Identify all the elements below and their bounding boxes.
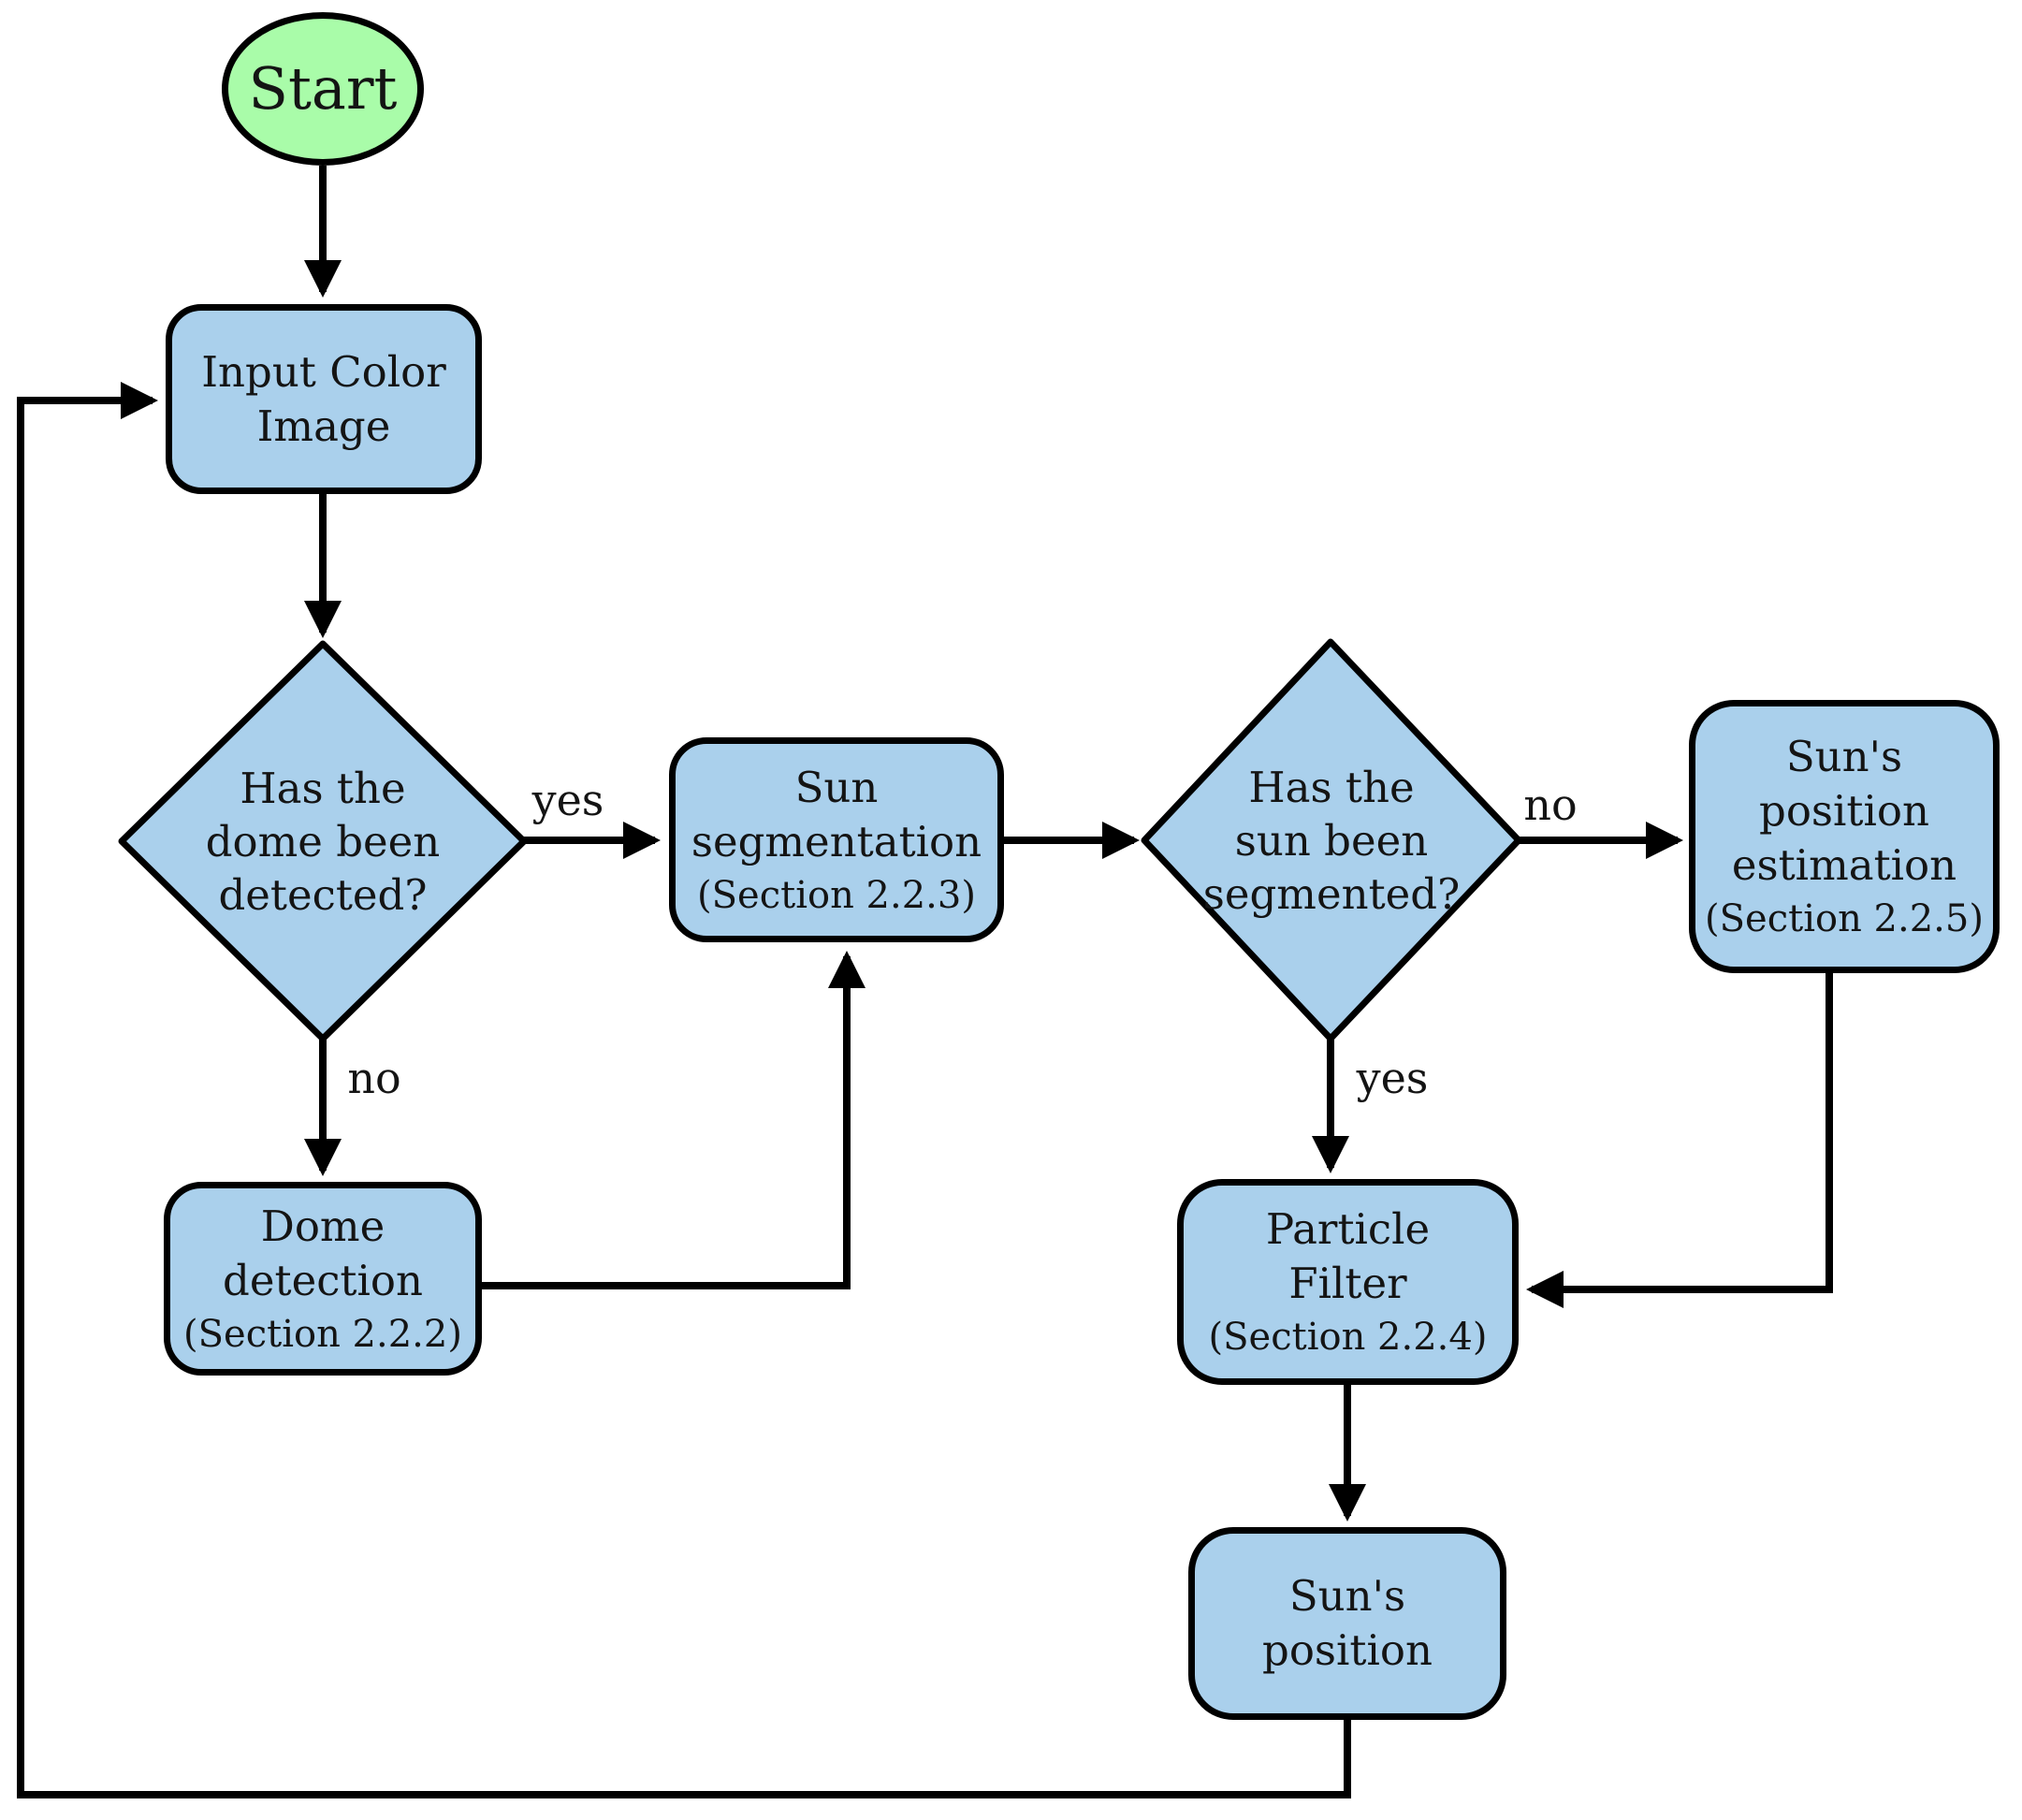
start-node: Start [222, 12, 424, 166]
dome-question-line2: dome been [205, 816, 441, 866]
sun-position-estimation-section: (Section 2.2.5) [1705, 897, 1984, 940]
sun-no-label: no [1523, 779, 1578, 830]
sun-segmented-question-label: Has the sun been segmented? [1172, 737, 1491, 943]
sun-segmentation-line2: segmentation [691, 816, 982, 866]
sun-segmentation-node: Sun segmentation (Section 2.2.3) [669, 737, 1004, 942]
sun-yes-label: yes [1356, 1053, 1429, 1103]
sun-position-node: Sun's position [1188, 1527, 1506, 1720]
input-color-image-line2: Image [256, 400, 391, 451]
sun-question-line3: segmented? [1202, 868, 1461, 919]
sun-segmentation-line1: Sun [794, 762, 879, 812]
dome-detected-question-label: Has the dome been detected? [164, 738, 482, 944]
particle-filter-line1: Particle [1265, 1204, 1431, 1254]
dome-detection-line1: Dome [260, 1201, 385, 1251]
dome-detection-section: (Section 2.2.2) [183, 1312, 462, 1356]
dome-question-line1: Has the [240, 763, 406, 813]
edge-dome-detection-to-sun-segmentation [482, 951, 866, 1289]
dome-detection-node: Dome detection (Section 2.2.2) [164, 1182, 482, 1376]
particle-filter-section: (Section 2.2.4) [1208, 1316, 1488, 1359]
sun-segmentation-section: (Section 2.2.3) [697, 873, 976, 917]
start-label: Start [248, 54, 398, 123]
edge-loop-sun-position-to-input [17, 382, 1351, 1798]
particle-filter-node: Particle Filter (Section 2.2.4) [1177, 1179, 1519, 1385]
dome-detection-line2: detection [223, 1255, 423, 1305]
dome-no-label: no [347, 1053, 401, 1103]
sun-position-line2: position [1262, 1625, 1433, 1675]
sun-position-estimation-line1: Sun's [1785, 732, 1903, 781]
sun-question-line2: sun been [1234, 815, 1429, 866]
sun-question-line1: Has the [1248, 762, 1415, 812]
edge-position-estimation-to-particle-filter [1526, 973, 1833, 1308]
input-color-image-line1: Input Color [201, 346, 446, 397]
sun-position-estimation-node: Sun's position estimation (Section 2.2.5… [1689, 700, 2000, 973]
particle-filter-line2: Filter [1288, 1259, 1407, 1308]
sun-position-estimation-line3: estimation [1731, 840, 1957, 890]
dome-yes-label: yes [531, 775, 604, 825]
input-color-image-node: Input Color Image [166, 304, 482, 494]
sun-position-estimation-line2: position [1759, 786, 1929, 836]
sun-position-line1: Sun's [1288, 1571, 1406, 1621]
dome-question-line3: detected? [218, 869, 428, 920]
